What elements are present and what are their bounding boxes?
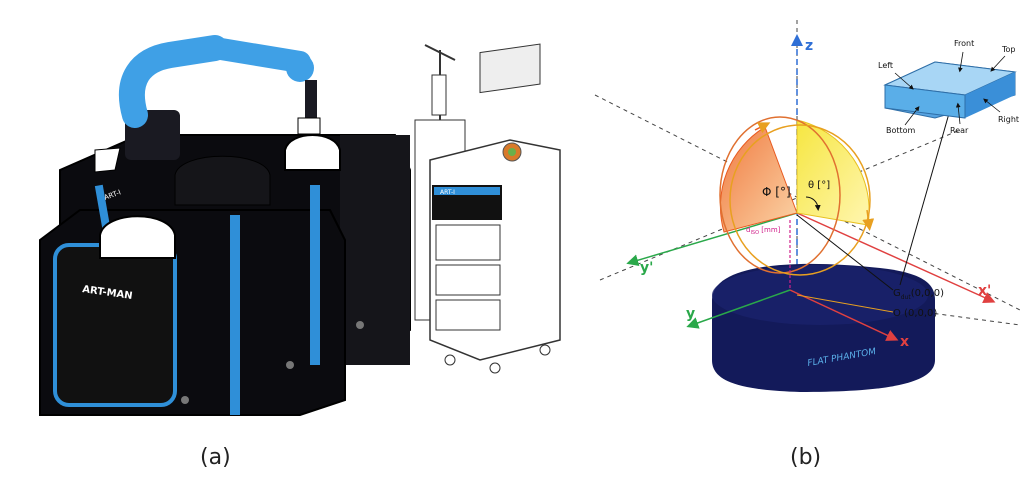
theta-arrow <box>862 209 875 231</box>
cube-face-left: Left <box>878 61 893 70</box>
y-prime-label: y' <box>640 260 653 276</box>
phi-arrow <box>754 122 771 134</box>
caption-b: (b) <box>790 445 822 470</box>
caption-a: (a) <box>200 445 231 470</box>
phi-rotation-circle <box>719 116 841 274</box>
cube-pointer <box>899 109 951 286</box>
theta-sector <box>796 119 870 226</box>
tank-wheels <box>181 321 364 404</box>
distance-label: dISO [mm] <box>746 226 781 236</box>
x-axis-label: x <box>900 334 909 350</box>
front-tank <box>39 184 346 416</box>
theta-rotation-circle <box>729 124 871 276</box>
o-pointer <box>796 294 894 313</box>
cart-label: ART-I <box>440 189 455 196</box>
x-prime-label: x' <box>978 283 991 299</box>
y-axis <box>686 289 791 329</box>
cube-face-rear: Rear <box>950 126 969 135</box>
cube-face-top: Top <box>1001 45 1016 54</box>
y-axis-label: y <box>686 306 695 322</box>
tank-lids <box>94 134 341 259</box>
o-point-label: O (0,0,0) <box>893 308 937 319</box>
panel-b: z x' y' FLAT PHANTOM x y Φ [°] θ [°] <box>594 20 1021 392</box>
panel-a: ART-MAN ART-I ART-I <box>39 35 561 416</box>
y-prime-axis <box>626 212 798 267</box>
theta-label: θ [°] <box>808 180 830 191</box>
phi-sector <box>719 126 798 233</box>
cube-face-right: Right <box>998 115 1019 124</box>
cube-face-front: Front <box>954 39 974 48</box>
g-point-label: Gdut(0,0,0) <box>893 288 944 301</box>
x-prime-axis <box>796 212 996 304</box>
flat-phantom <box>712 263 935 392</box>
orientation-cube <box>883 61 1017 119</box>
g-pointer <box>796 214 894 291</box>
theta-arc <box>805 196 821 211</box>
cube-face-bottom: Bottom <box>886 126 916 135</box>
z-axis-label: z <box>805 38 813 54</box>
phi-label: Φ [°] <box>762 185 791 199</box>
x-axis <box>789 289 899 341</box>
equipment-cart <box>414 43 561 374</box>
robot-arm <box>118 35 321 160</box>
cube-face-arrows <box>894 51 1006 126</box>
